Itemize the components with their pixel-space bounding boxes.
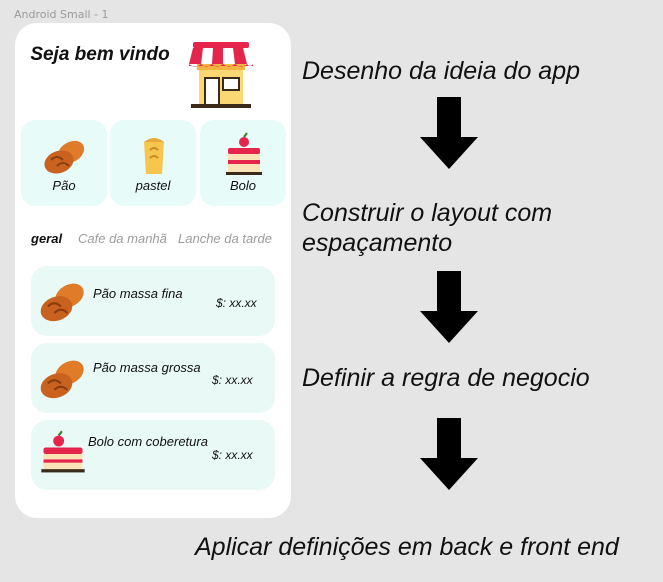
product-card[interactable]: Pão massa grossa $: xx.xx <box>31 343 275 413</box>
step-3-text: Definir a regra de negocio <box>302 364 590 392</box>
product-name: Bolo com coberetura <box>88 434 208 449</box>
category-label: Pão <box>52 178 76 193</box>
bread-icon <box>40 360 84 399</box>
product-price: $: xx.xx <box>216 296 257 310</box>
step-2-text-line1: Construir o layout com <box>302 199 553 227</box>
arrow-down-icon <box>420 271 478 343</box>
cake-icon <box>41 430 85 473</box>
product-price: $: xx.xx <box>212 448 253 462</box>
category-label: pastel <box>135 178 171 193</box>
arrow-down-icon <box>420 418 478 490</box>
tab-lanche-da-tarde[interactable]: Lanche da tarde <box>178 231 272 246</box>
cake-icon <box>226 132 262 175</box>
bread-icon <box>40 283 84 322</box>
tab-cafe-da-manha[interactable]: Cafe da manhã <box>78 231 167 246</box>
step-2-text-line2: espaçamento <box>302 229 453 257</box>
category-card-bolo[interactable]: Bolo <box>200 120 286 206</box>
welcome-title: Seja bem vindo <box>30 44 170 65</box>
frame-label: Android Small - 1 <box>14 8 109 21</box>
product-card[interactable]: Bolo com coberetura $: xx.xx <box>31 420 275 490</box>
bread-icon <box>44 140 85 174</box>
category-card-pastel[interactable]: pastel <box>110 120 196 206</box>
category-card-pao[interactable]: Pão <box>21 120 107 206</box>
product-card[interactable]: Pão massa fina $: xx.xx <box>31 266 275 336</box>
tab-geral[interactable]: geral <box>31 231 63 246</box>
product-name: Pão massa grossa <box>93 360 201 375</box>
arrow-down-icon <box>420 97 478 169</box>
category-label: Bolo <box>229 178 257 193</box>
product-price: $: xx.xx <box>212 373 253 387</box>
step-4-text: Aplicar definições em back e front end <box>195 533 619 561</box>
product-name: Pão massa fina <box>93 286 183 301</box>
step-1-text: Desenho da ideia do app <box>302 57 581 85</box>
pastel-icon <box>144 138 164 174</box>
store-icon <box>189 42 253 108</box>
